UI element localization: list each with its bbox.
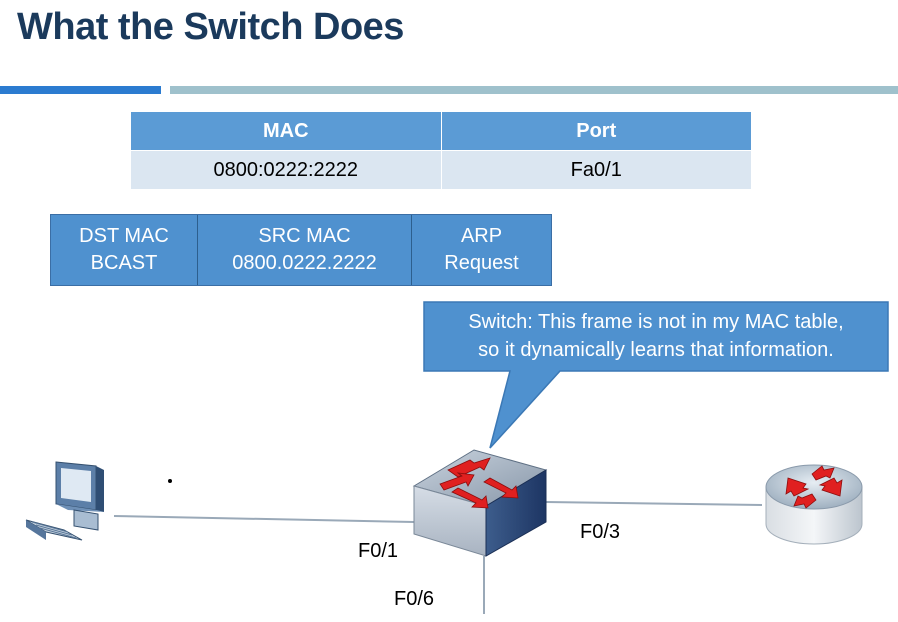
frame-field-protocol: ARP Request [412,215,551,285]
port-label-f06: F0/6 [394,588,435,610]
link-pc-to-switch [113,515,415,523]
switch-icon [412,449,548,557]
port-label-f03: F0/3 [580,521,621,543]
ethernet-frame: DST MAC BCAST SRC MAC 0800.0222.2222 ARP… [50,214,552,286]
port-cell: Fa0/1 [440,150,752,190]
callout-bubble [423,301,889,449]
frame-field-label: ARP [460,225,503,247]
computer-icon [25,461,104,541]
title-underline-accent [0,86,161,94]
frame-field-label: SRC MAC [258,225,351,247]
page-title: What the Switch Does [17,6,404,48]
mac-cell: 0800:0222:2222 [130,150,442,190]
link-switch-to-router [545,501,763,506]
callout-line: so it dynamically learns that informatio… [478,339,834,361]
frame-field-src-mac: SRC MAC 0800.0222.2222 [198,215,412,285]
frame-field-value: BCAST [90,252,158,274]
frame-field-label: DST MAC [79,225,169,247]
mac-address-table: MAC Port 0800:0222:2222 Fa0/1 [130,111,752,190]
frame-field-value: 0800.0222.2222 [232,252,377,274]
mac-column-header: MAC [130,111,442,151]
callout-text: Switch: This frame is not in my MAC tabl… [424,302,888,370]
callout-line: Switch: This frame is not in my MAC tabl… [468,311,844,333]
frame-field-dst-mac: DST MAC BCAST [51,215,198,285]
port-label-f01: F0/1 [358,540,399,562]
router-icon [765,464,863,545]
frame-field-value: Request [444,252,519,274]
table-row: 0800:0222:2222 Fa0/1 [130,150,752,190]
title-underline [170,86,898,94]
dot-marker [168,479,172,483]
mac-table-header-row: MAC Port [130,111,752,151]
